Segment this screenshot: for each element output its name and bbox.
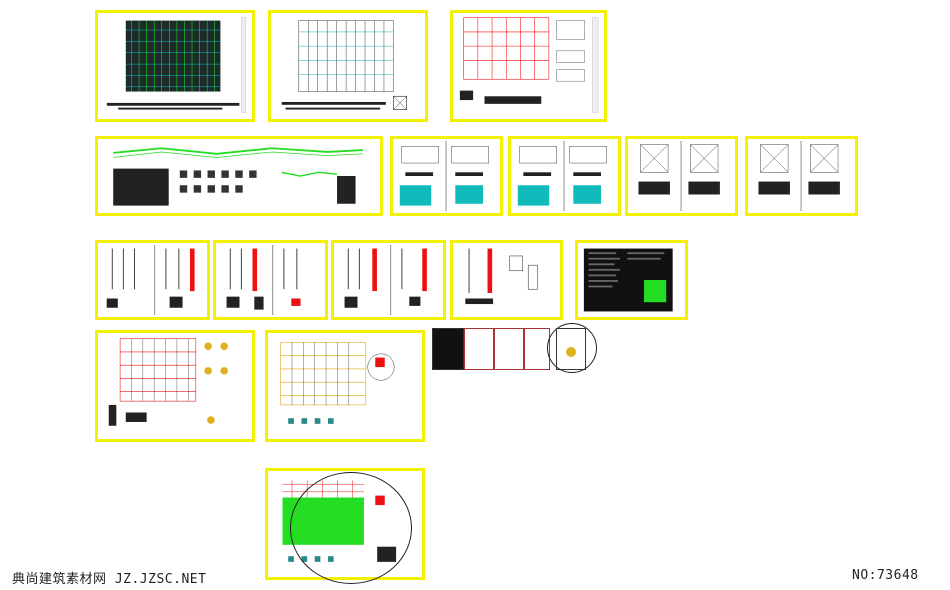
drawing-sheet-7[interactable] <box>625 136 738 216</box>
title-block-sheet-2[interactable] <box>464 328 494 370</box>
purlin-layout-plan-drawing <box>108 338 228 426</box>
general-notes-drawing <box>583 248 673 312</box>
title-block-sheet-3[interactable] <box>494 328 524 370</box>
drawing-sheet-3[interactable] <box>450 10 607 122</box>
drawing-sheet-15[interactable] <box>265 330 425 442</box>
drawing-sheet-1[interactable] <box>95 10 255 122</box>
bracing-detail-drawing-a <box>638 140 720 212</box>
zoom-callout-circle <box>290 472 412 584</box>
drawing-sheet-14[interactable] <box>95 330 255 442</box>
drawing-sheet-11[interactable] <box>331 240 446 320</box>
column-detail-drawing-a <box>106 244 195 316</box>
column-grid-plan-drawing <box>106 17 247 113</box>
detail-callout-circle <box>547 323 597 373</box>
roof-panel-plan-drawing <box>280 342 395 424</box>
drawing-sheet-8[interactable] <box>745 136 858 216</box>
drawing-sheet-6[interactable] <box>508 136 621 216</box>
elevation-and-schedule-drawing <box>113 147 363 206</box>
drawing-number-watermark: NO:73648 <box>852 568 919 583</box>
drawing-sheet-9[interactable] <box>95 240 210 320</box>
bracing-detail-drawing-b <box>758 140 840 212</box>
column-detail-drawing-b <box>226 244 301 316</box>
site-watermark: 典尚建筑素材网 JZ.JZSC.NET <box>12 572 207 587</box>
column-detail-drawing-d <box>465 248 538 305</box>
foundation-plan-drawing <box>459 17 599 113</box>
title-block-sheet-1[interactable] <box>432 328 464 370</box>
roof-framing-plan-drawing <box>281 20 408 110</box>
drawing-sheet-4[interactable] <box>95 136 383 216</box>
truss-detail-drawing-a <box>399 140 489 212</box>
column-detail-drawing-c <box>344 244 427 316</box>
drawing-sheet-2[interactable] <box>268 10 428 122</box>
drawing-sheet-13[interactable] <box>575 240 688 320</box>
drawing-sheet-10[interactable] <box>213 240 328 320</box>
drawing-sheet-5[interactable] <box>390 136 503 216</box>
drawing-sheet-12[interactable] <box>450 240 563 320</box>
truss-detail-drawing-b <box>517 140 607 212</box>
